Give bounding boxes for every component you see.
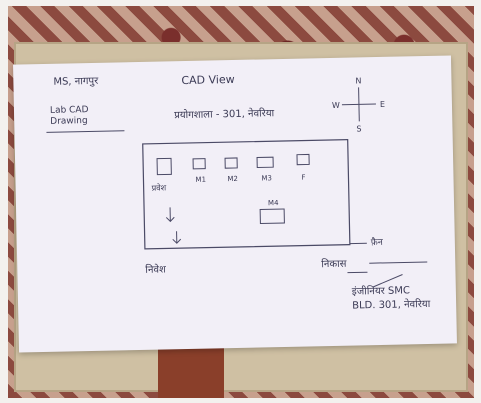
machine-label: M2 xyxy=(227,175,238,183)
machine-label: M1 xyxy=(195,176,206,184)
arrow-head xyxy=(172,238,182,244)
sketch-drawing: N E W S प्रवेश M1 M2 M3 F M4 xyxy=(142,76,428,288)
room-outline xyxy=(142,139,351,250)
compass-n: N xyxy=(355,76,361,85)
machine-label: F xyxy=(301,174,305,182)
machine-label: प्रवेश xyxy=(152,182,167,192)
machine-box xyxy=(296,153,310,166)
leader-line xyxy=(369,261,428,264)
compass-w: W xyxy=(332,101,340,110)
arrow-head xyxy=(165,216,175,223)
photo: MS, नागपुर CAD View प्रयोगशाला - 301, ने… xyxy=(8,6,474,398)
machine-box xyxy=(256,156,274,169)
machine-box xyxy=(192,158,206,170)
machine-box xyxy=(259,208,285,224)
sketch-paper: MS, नागपुर CAD View प्रयोगशाला - 301, ने… xyxy=(13,55,457,353)
machine-box xyxy=(156,157,172,176)
leader-line xyxy=(372,274,403,288)
machine-label: M4 xyxy=(268,199,279,207)
compass-e: E xyxy=(380,100,385,109)
machine-label: M3 xyxy=(261,174,272,182)
machine-box xyxy=(224,157,238,169)
board-strip xyxy=(158,340,224,398)
compass-cross-h xyxy=(341,103,376,106)
compass-s: S xyxy=(356,124,361,133)
